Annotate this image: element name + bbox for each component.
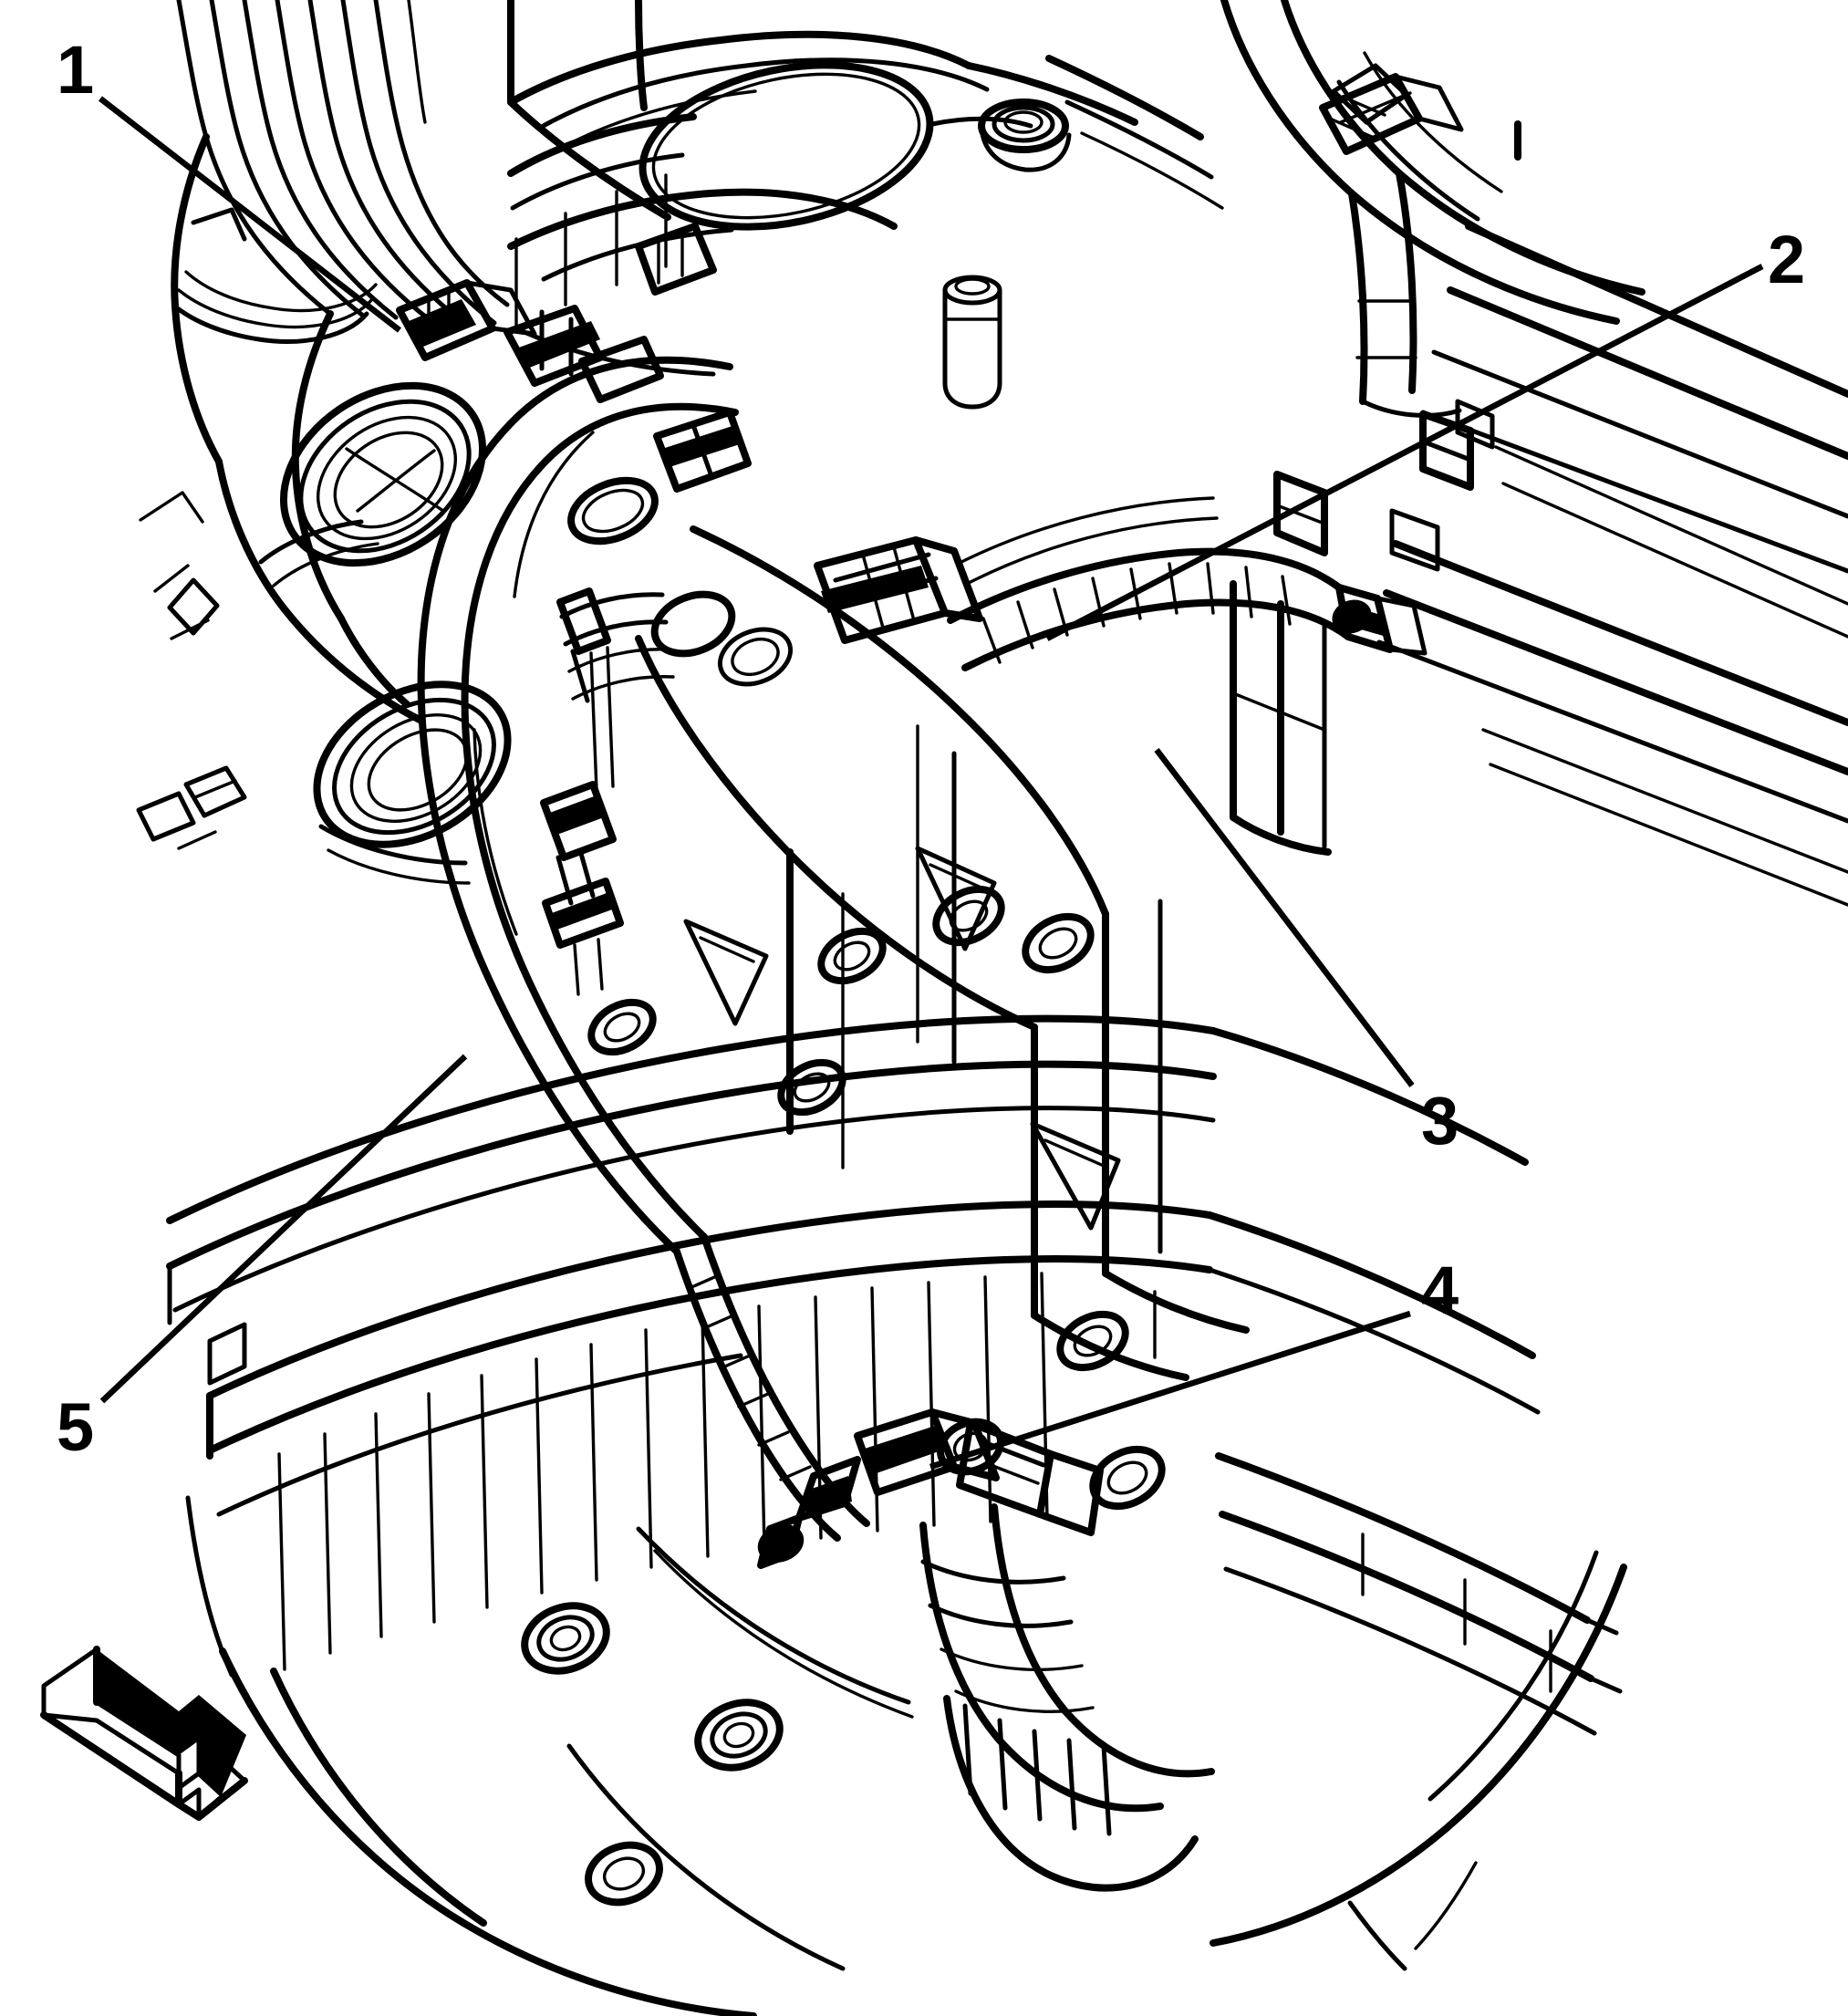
leader-1 bbox=[99, 96, 401, 333]
corrugated-hose-right bbox=[947, 496, 1428, 671]
head-stud bbox=[942, 275, 1002, 410]
callout-label-4: 4 bbox=[1421, 1252, 1459, 1328]
callout-label-2: 2 bbox=[1768, 222, 1806, 297]
top-right-brackets bbox=[1230, 63, 1521, 856]
connector-center bbox=[814, 536, 983, 644]
harness-connector-cluster bbox=[396, 223, 983, 996]
air-intake-duct bbox=[136, 0, 512, 885]
oil-pan-rail bbox=[166, 1014, 1217, 2016]
leader-5 bbox=[99, 1054, 468, 1404]
callout-label-3: 3 bbox=[1421, 1083, 1459, 1159]
leader-4 bbox=[929, 1310, 1411, 1470]
duct-lower-flange bbox=[313, 681, 512, 848]
leader-2 bbox=[1045, 264, 1764, 641]
pan-bolt-bosses bbox=[521, 1602, 784, 1907]
bellhousing-right bbox=[919, 1027, 1627, 1971]
leader-3 bbox=[1154, 748, 1415, 1087]
oil-pressure-sensor bbox=[673, 1233, 1004, 1569]
mount-bracket-lower bbox=[956, 1419, 1104, 1536]
oil-filter-housing bbox=[919, 1503, 1215, 1892]
orientation-arrow bbox=[40, 1646, 248, 1821]
head-boss-fitting bbox=[978, 99, 1072, 172]
vacuum-hose-main bbox=[417, 356, 739, 1255]
callout-label-1: 1 bbox=[57, 32, 95, 108]
block-boss-group bbox=[587, 885, 1166, 1511]
solenoid-left bbox=[540, 587, 624, 949]
cylinder-head-cover bbox=[507, 0, 1224, 410]
callout-label-5: 5 bbox=[57, 1389, 95, 1465]
hose-end-fitting bbox=[1332, 584, 1428, 656]
engine-block-center bbox=[587, 525, 1250, 1511]
leader-lines bbox=[99, 96, 1764, 1470]
intake-manifold-tube bbox=[1220, 0, 1848, 907]
sensor-stack-center bbox=[559, 409, 794, 701]
duct-open-end-ring bbox=[279, 381, 487, 567]
